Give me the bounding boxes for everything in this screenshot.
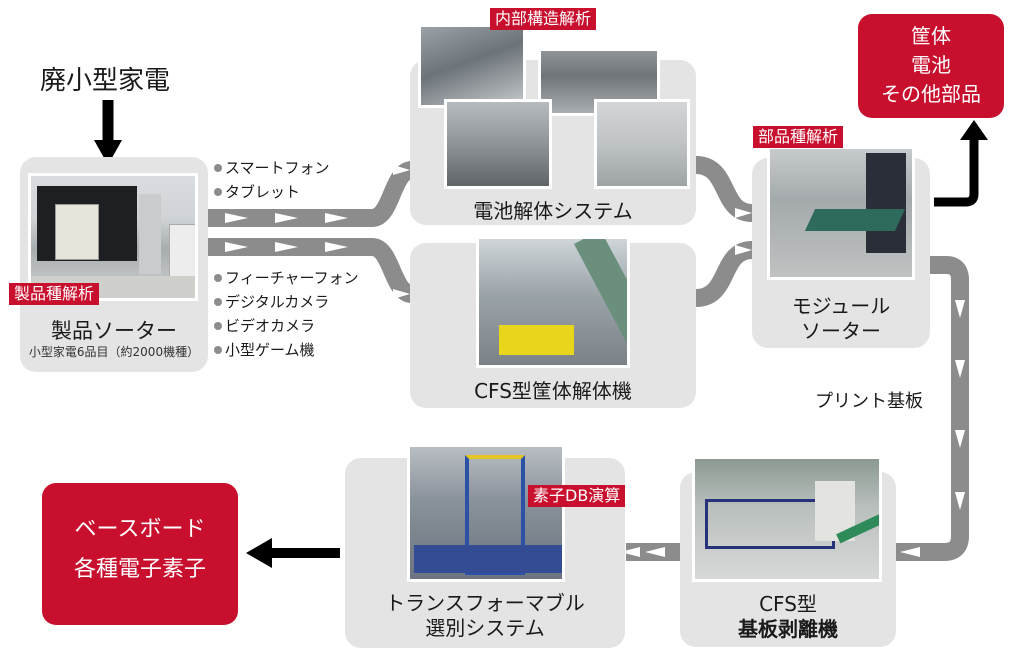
battery-title: 電池解体システム xyxy=(473,199,633,223)
output-line: ベースボード xyxy=(74,517,206,542)
module-sorter-tag: 部品種解析 xyxy=(753,126,844,148)
product-sorter-title: 製品ソーター xyxy=(51,319,177,343)
board-peeler-photo xyxy=(692,456,882,582)
flow-path-upper xyxy=(208,161,415,227)
chevron-icon xyxy=(955,360,965,378)
list-item: ビデオカメラ xyxy=(214,314,359,338)
output-line: 各種電子素子 xyxy=(73,557,206,582)
chevron-icon xyxy=(225,213,248,223)
battery-tag: 内部構造解析 xyxy=(490,8,597,30)
output-recovered-parts: 筐体 電池 その他部品 xyxy=(858,14,1004,118)
battery-photo-4 xyxy=(594,99,690,189)
arrow-up-head xyxy=(960,120,988,140)
transformable-photo xyxy=(407,444,565,582)
flow-path-module-to-peeler xyxy=(896,256,969,561)
transformable-title-2: 選別システム xyxy=(425,616,545,640)
chevron-icon xyxy=(393,165,410,175)
input-label: 廃小型家電 xyxy=(40,66,171,96)
list-item: フィーチャーフォン xyxy=(214,266,359,290)
chevron-icon xyxy=(735,245,752,255)
arrow-left-head xyxy=(246,538,272,568)
transformable-title-1: トランスフォーマブル xyxy=(385,591,585,615)
battery-photo-3 xyxy=(444,99,552,189)
chevron-icon xyxy=(955,492,965,510)
product-sorter-tag: 製品種解析 xyxy=(9,283,100,305)
arrow-down-head xyxy=(94,140,122,165)
output-line: 筐体 xyxy=(911,24,951,48)
chevron-icon xyxy=(325,213,348,223)
flow-path-lower xyxy=(208,238,415,303)
board-peeler-title-1: CFS型 xyxy=(759,592,817,616)
chevron-icon xyxy=(735,208,752,218)
black-arrows xyxy=(94,100,988,568)
cfs-housing-title: CFS型筐体解体機 xyxy=(474,379,632,403)
chevron-icon xyxy=(620,547,640,557)
chevron-icon xyxy=(393,289,410,299)
module-sorter-title-2: ソーター xyxy=(801,319,881,343)
chevron-icon xyxy=(275,242,298,252)
list-item: スマートフォン xyxy=(214,156,330,180)
flow-chevrons xyxy=(225,165,965,557)
upper-route-items: スマートフォン タブレット xyxy=(214,156,330,204)
chevron-icon xyxy=(955,300,965,318)
chevron-icon xyxy=(325,242,348,252)
chevron-icon xyxy=(275,213,298,223)
chevron-icon xyxy=(955,430,965,448)
product-sorter-subtitle: 小型家電6品目（約2000機種） xyxy=(28,345,200,359)
list-item: 小型ゲーム機 xyxy=(214,338,359,362)
cfs-housing-photo xyxy=(476,236,630,368)
module-sorter-title-1: モジュール xyxy=(791,294,891,318)
chevron-icon xyxy=(645,547,665,557)
arrow-up-icon xyxy=(934,132,979,207)
chevron-icon xyxy=(900,547,920,557)
transformable-tag: 素子DB演算 xyxy=(528,485,626,507)
module-sorter-photo xyxy=(767,146,915,280)
list-item: タブレット xyxy=(214,180,330,204)
lower-route-items: フィーチャーフォン デジタルカメラ ビデオカメラ 小型ゲーム機 xyxy=(214,266,359,362)
flow-path-battery-to-module xyxy=(694,156,754,222)
output-line: 電池 xyxy=(911,53,951,77)
board-peeler-title-2: 基板剥離機 xyxy=(738,617,838,641)
product-sorter-photo xyxy=(28,173,198,301)
flow-path-cfs-to-module xyxy=(694,241,754,307)
battery-photo-1 xyxy=(418,24,526,108)
list-item: デジタルカメラ xyxy=(214,290,359,314)
chevron-icon xyxy=(225,242,248,252)
output-line: その他部品 xyxy=(881,82,981,106)
pcb-label: プリント基板 xyxy=(815,391,923,412)
output-final-products: ベースボード 各種電子素子 xyxy=(42,483,238,625)
